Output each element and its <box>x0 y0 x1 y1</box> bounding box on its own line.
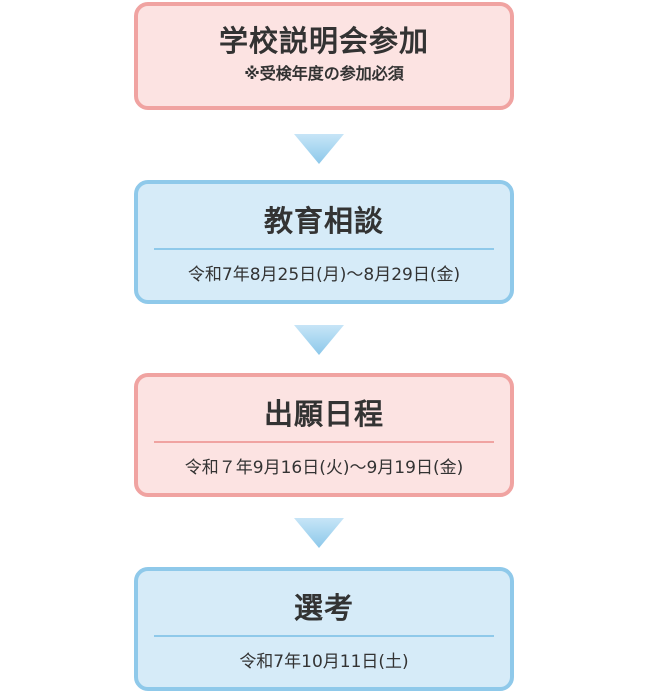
step-title: 学校説明会参加 <box>218 24 429 58</box>
step-divider <box>154 441 494 443</box>
step-divider <box>154 248 494 250</box>
step-title: 出願日程 <box>263 397 384 431</box>
step-date: 令和7年8月25日(月)～8月29日(金) <box>187 265 461 285</box>
step-consultation: 教育相談 令和7年8月25日(月)～8月29日(金) <box>134 180 514 304</box>
down-triangle-arrow-icon <box>294 134 344 164</box>
step-note: ※受検年度の参加必須 <box>244 64 404 83</box>
step-divider <box>154 635 494 637</box>
step-title: 教育相談 <box>263 204 384 238</box>
step-school-briefing: 学校説明会参加 ※受検年度の参加必須 <box>134 2 514 110</box>
step-title: 選考 <box>293 591 354 625</box>
step-date: 令和７年9月16日(火)～9月19日(金) <box>184 458 464 478</box>
step-application-schedule: 出願日程 令和７年9月16日(火)～9月19日(金) <box>134 373 514 497</box>
step-selection: 選考 令和7年10月11日(土) <box>134 567 514 691</box>
step-date: 令和7年10月11日(土) <box>239 652 409 672</box>
down-triangle-arrow-icon <box>294 325 344 355</box>
down-triangle-arrow-icon <box>294 518 344 548</box>
